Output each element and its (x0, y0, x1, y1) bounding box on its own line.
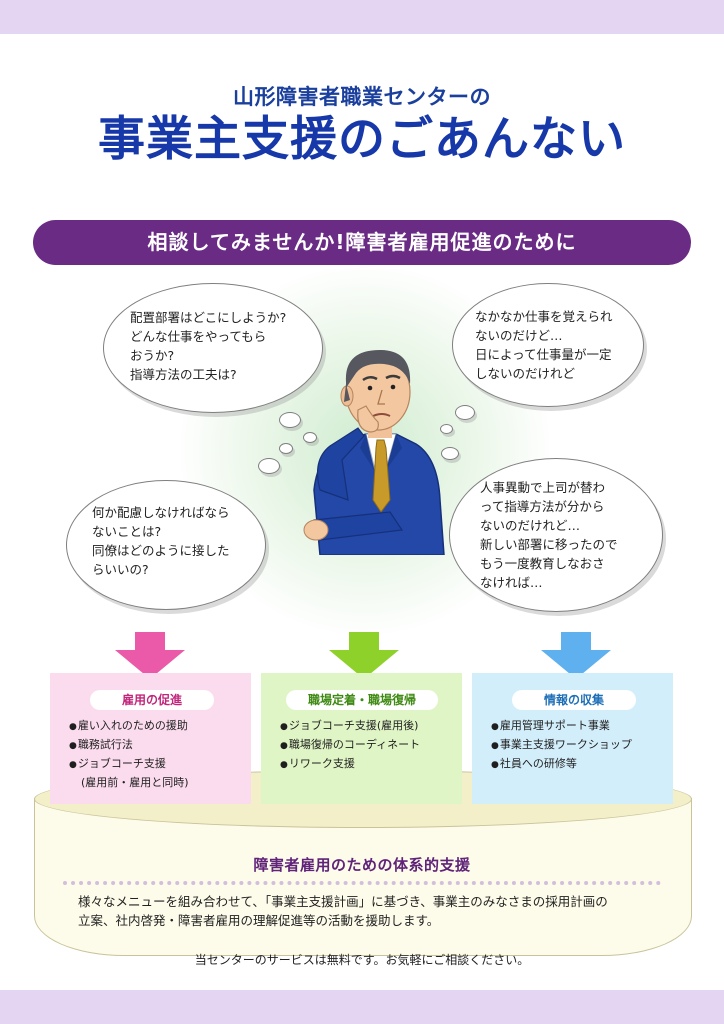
bubble-text-line: 指導方法の工夫は? (130, 367, 237, 382)
description-line: 様々なメニューを組み合わせて、「事業主支援計画」に基づき、事業主のみなさまの採用… (78, 894, 608, 909)
panel-retention-return: 職場定着・職場復帰 ジョブコーチ支援(雇用後) 職場復帰のコーディネート リワー… (261, 673, 462, 804)
bubble-text-line: 配置部署はどこにしようか? (130, 310, 287, 325)
thought-puff (303, 432, 317, 443)
bubble-text-line: 日によって仕事量が一定 (475, 347, 612, 362)
bubble-bottom-right: 人事異動で上司が替わ って指導方法が分から ないのだけれど… 新しい部署に移った… (449, 458, 663, 612)
thought-puff (279, 443, 293, 454)
thought-puff (455, 405, 475, 420)
bubble-text-line: おうか? (130, 348, 175, 363)
blue-down-arrow (541, 632, 611, 679)
page-title: 事業主支援のごあんない (98, 112, 626, 167)
bubble-top-right: なかなか仕事を覚えられ ないのだけど… 日によって仕事量が一定 しないのだけれど (452, 283, 644, 407)
bubble-text-line: 何か配慮しなければなら (92, 505, 230, 520)
bubble-bottom-left: 何か配慮しなければなら ないことは? 同僚はどのように接した らいいの? (66, 480, 266, 610)
bubble-text-line: ないのだけれど… (480, 518, 581, 533)
bubble-text-line: ないのだけど… (475, 328, 563, 343)
bubble-text-line: 人事異動で上司が替わ (480, 480, 606, 495)
list-item: 職場復帰のコーディネート (280, 736, 420, 755)
list-item: 雇用管理サポート事業 (491, 717, 632, 736)
page-subtitle: 山形障害者職業センターの (233, 85, 491, 109)
panel-list: ジョブコーチ支援(雇用後) 職場復帰のコーディネート リワーク支援 (280, 717, 420, 774)
green-down-arrow (329, 632, 399, 679)
panel-title: 情報の収集 (512, 690, 636, 710)
panel-title: 職場定着・職場復帰 (286, 690, 438, 710)
list-item-note: (雇用前・雇用と同時) (81, 776, 189, 789)
bubble-text-line: なければ… (480, 575, 543, 590)
bubble-text-line: もう一度教育しなおさ (480, 556, 605, 571)
bubble-text-line: しないのだけれど (475, 366, 576, 381)
panel-title: 雇用の促進 (90, 690, 214, 710)
thought-puff (441, 447, 459, 460)
list-item: リワーク支援 (280, 755, 420, 774)
pink-down-arrow (115, 632, 185, 679)
bubble-top-left: 配置部署はどこにしようか? どんな仕事をやってもら おうか? 指導方法の工夫は? (103, 283, 323, 413)
systematic-support-title: 障害者雇用のための体系的支援 (253, 856, 471, 874)
panel-list: 雇用管理サポート事業 事業主支援ワークショップ 社員への研修等 (491, 717, 632, 774)
description-line: 立案、社内啓発・障害者雇用の理解促進等の活動を援助します。 (78, 913, 440, 928)
thought-puff (279, 412, 301, 428)
bubble-text-line: どんな仕事をやってもら (130, 329, 267, 344)
top-band (0, 0, 724, 34)
bottom-band (0, 990, 724, 1024)
list-item: ジョブコーチ支援 (69, 755, 189, 774)
bubble-text-line: って指導方法が分から (480, 499, 605, 514)
bubble-text-line: 新しい部署に移ったので (480, 537, 618, 552)
systematic-support-description: 様々なメニューを組み合わせて、「事業主支援計画」に基づき、事業主のみなさまの採用… (78, 892, 678, 930)
dotted-divider (63, 881, 661, 885)
list-item: 事業主支援ワークショップ (491, 736, 632, 755)
panel-information-gathering: 情報の収集 雇用管理サポート事業 事業主支援ワークショップ 社員への研修等 (472, 673, 673, 804)
bubble-text-line: なかなか仕事を覚えられ (475, 309, 613, 324)
bubble-text-line: 同僚はどのように接した (92, 543, 230, 558)
free-service-note: 当センターのサービスは無料です。お気軽にご相談ください。 (194, 953, 530, 967)
list-item: 社員への研修等 (491, 755, 632, 774)
list-item: 職務試行法 (69, 736, 189, 755)
list-item: 雇い入れのための援助 (69, 717, 189, 736)
panel-list: 雇い入れのための援助 職務試行法 ジョブコーチ支援 (雇用前・雇用と同時) (69, 717, 189, 793)
bubble-text-line: らいいの? (92, 562, 149, 577)
panel-employment-promotion: 雇用の促進 雇い入れのための援助 職務試行法 ジョブコーチ支援 (雇用前・雇用と… (50, 673, 251, 804)
worried-businessman-illustration (303, 350, 445, 555)
thought-puff (440, 424, 453, 434)
list-item: ジョブコーチ支援(雇用後) (280, 717, 420, 736)
thought-puff (258, 458, 280, 474)
bubble-text-line: ないことは? (92, 524, 162, 539)
consultation-banner: 相談してみませんか!障害者雇用促進のために (33, 220, 691, 265)
